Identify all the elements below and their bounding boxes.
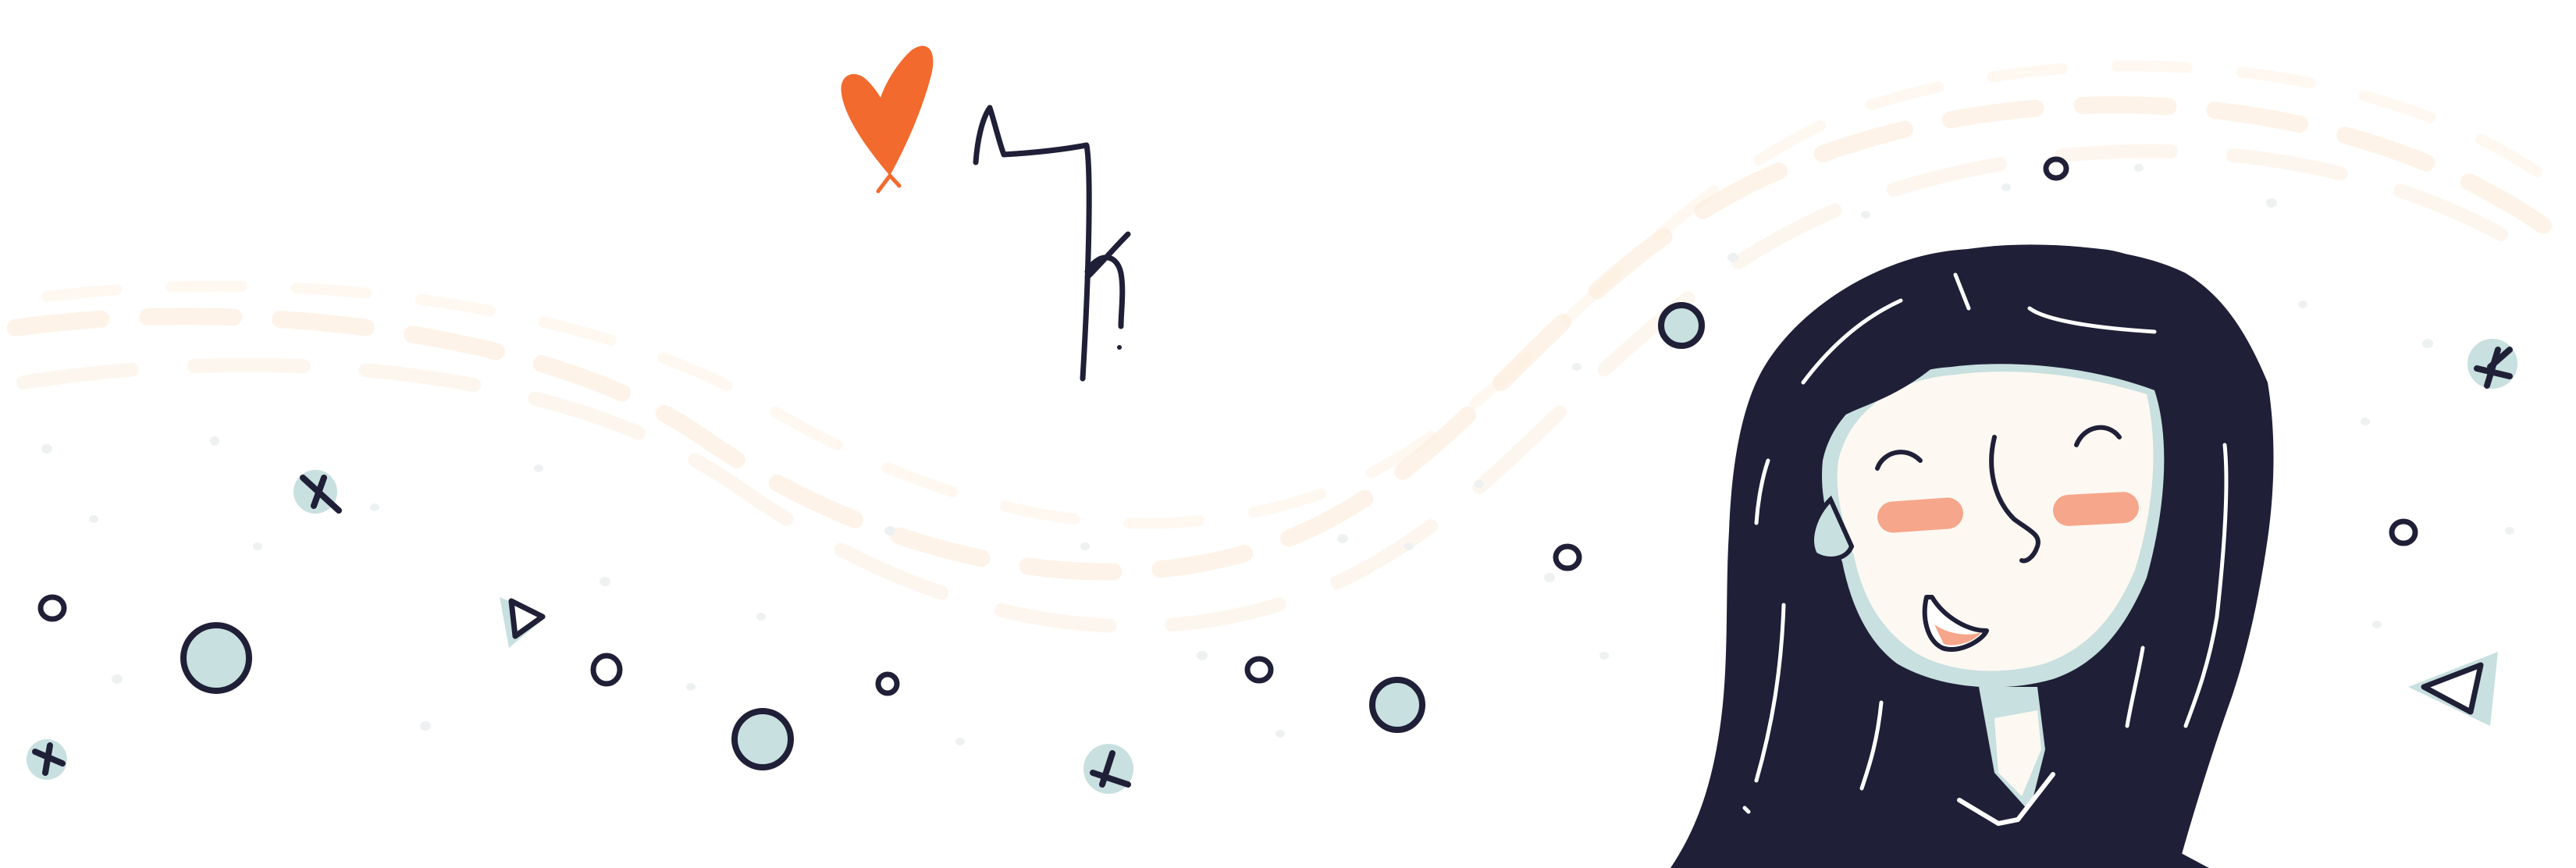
speckles xyxy=(41,164,2514,745)
mouth xyxy=(1922,595,1989,652)
right-eye xyxy=(2074,425,2122,447)
left-eye xyxy=(1875,450,1923,471)
bangs xyxy=(1781,244,2226,468)
circle-icon xyxy=(180,622,252,694)
dot-icon xyxy=(875,671,900,696)
character-girl xyxy=(1670,244,2274,868)
heart-icon xyxy=(841,45,934,194)
wave-bands xyxy=(7,60,2560,634)
circle-icon xyxy=(1658,302,1705,349)
dot-icon xyxy=(1244,656,1274,684)
dot-icon xyxy=(590,653,623,687)
left-blush xyxy=(1877,497,1963,533)
cross-icon xyxy=(2467,339,2517,389)
right-blush xyxy=(2053,492,2139,526)
cross-icon xyxy=(27,739,67,780)
dot-icon xyxy=(1553,543,1582,571)
ear xyxy=(1809,495,1855,561)
dot-icon xyxy=(37,594,67,622)
circle-icon xyxy=(1369,677,1425,733)
circle-icon xyxy=(731,708,794,770)
triangle-icon xyxy=(2408,652,2498,726)
handwritten-greeting xyxy=(973,105,1131,382)
nose xyxy=(1989,435,2041,564)
dot-icon xyxy=(2389,518,2418,546)
cross-icon xyxy=(1083,744,1133,794)
cross-icon xyxy=(294,470,342,514)
dot-icon xyxy=(2043,156,2069,181)
play-icon xyxy=(500,597,546,648)
